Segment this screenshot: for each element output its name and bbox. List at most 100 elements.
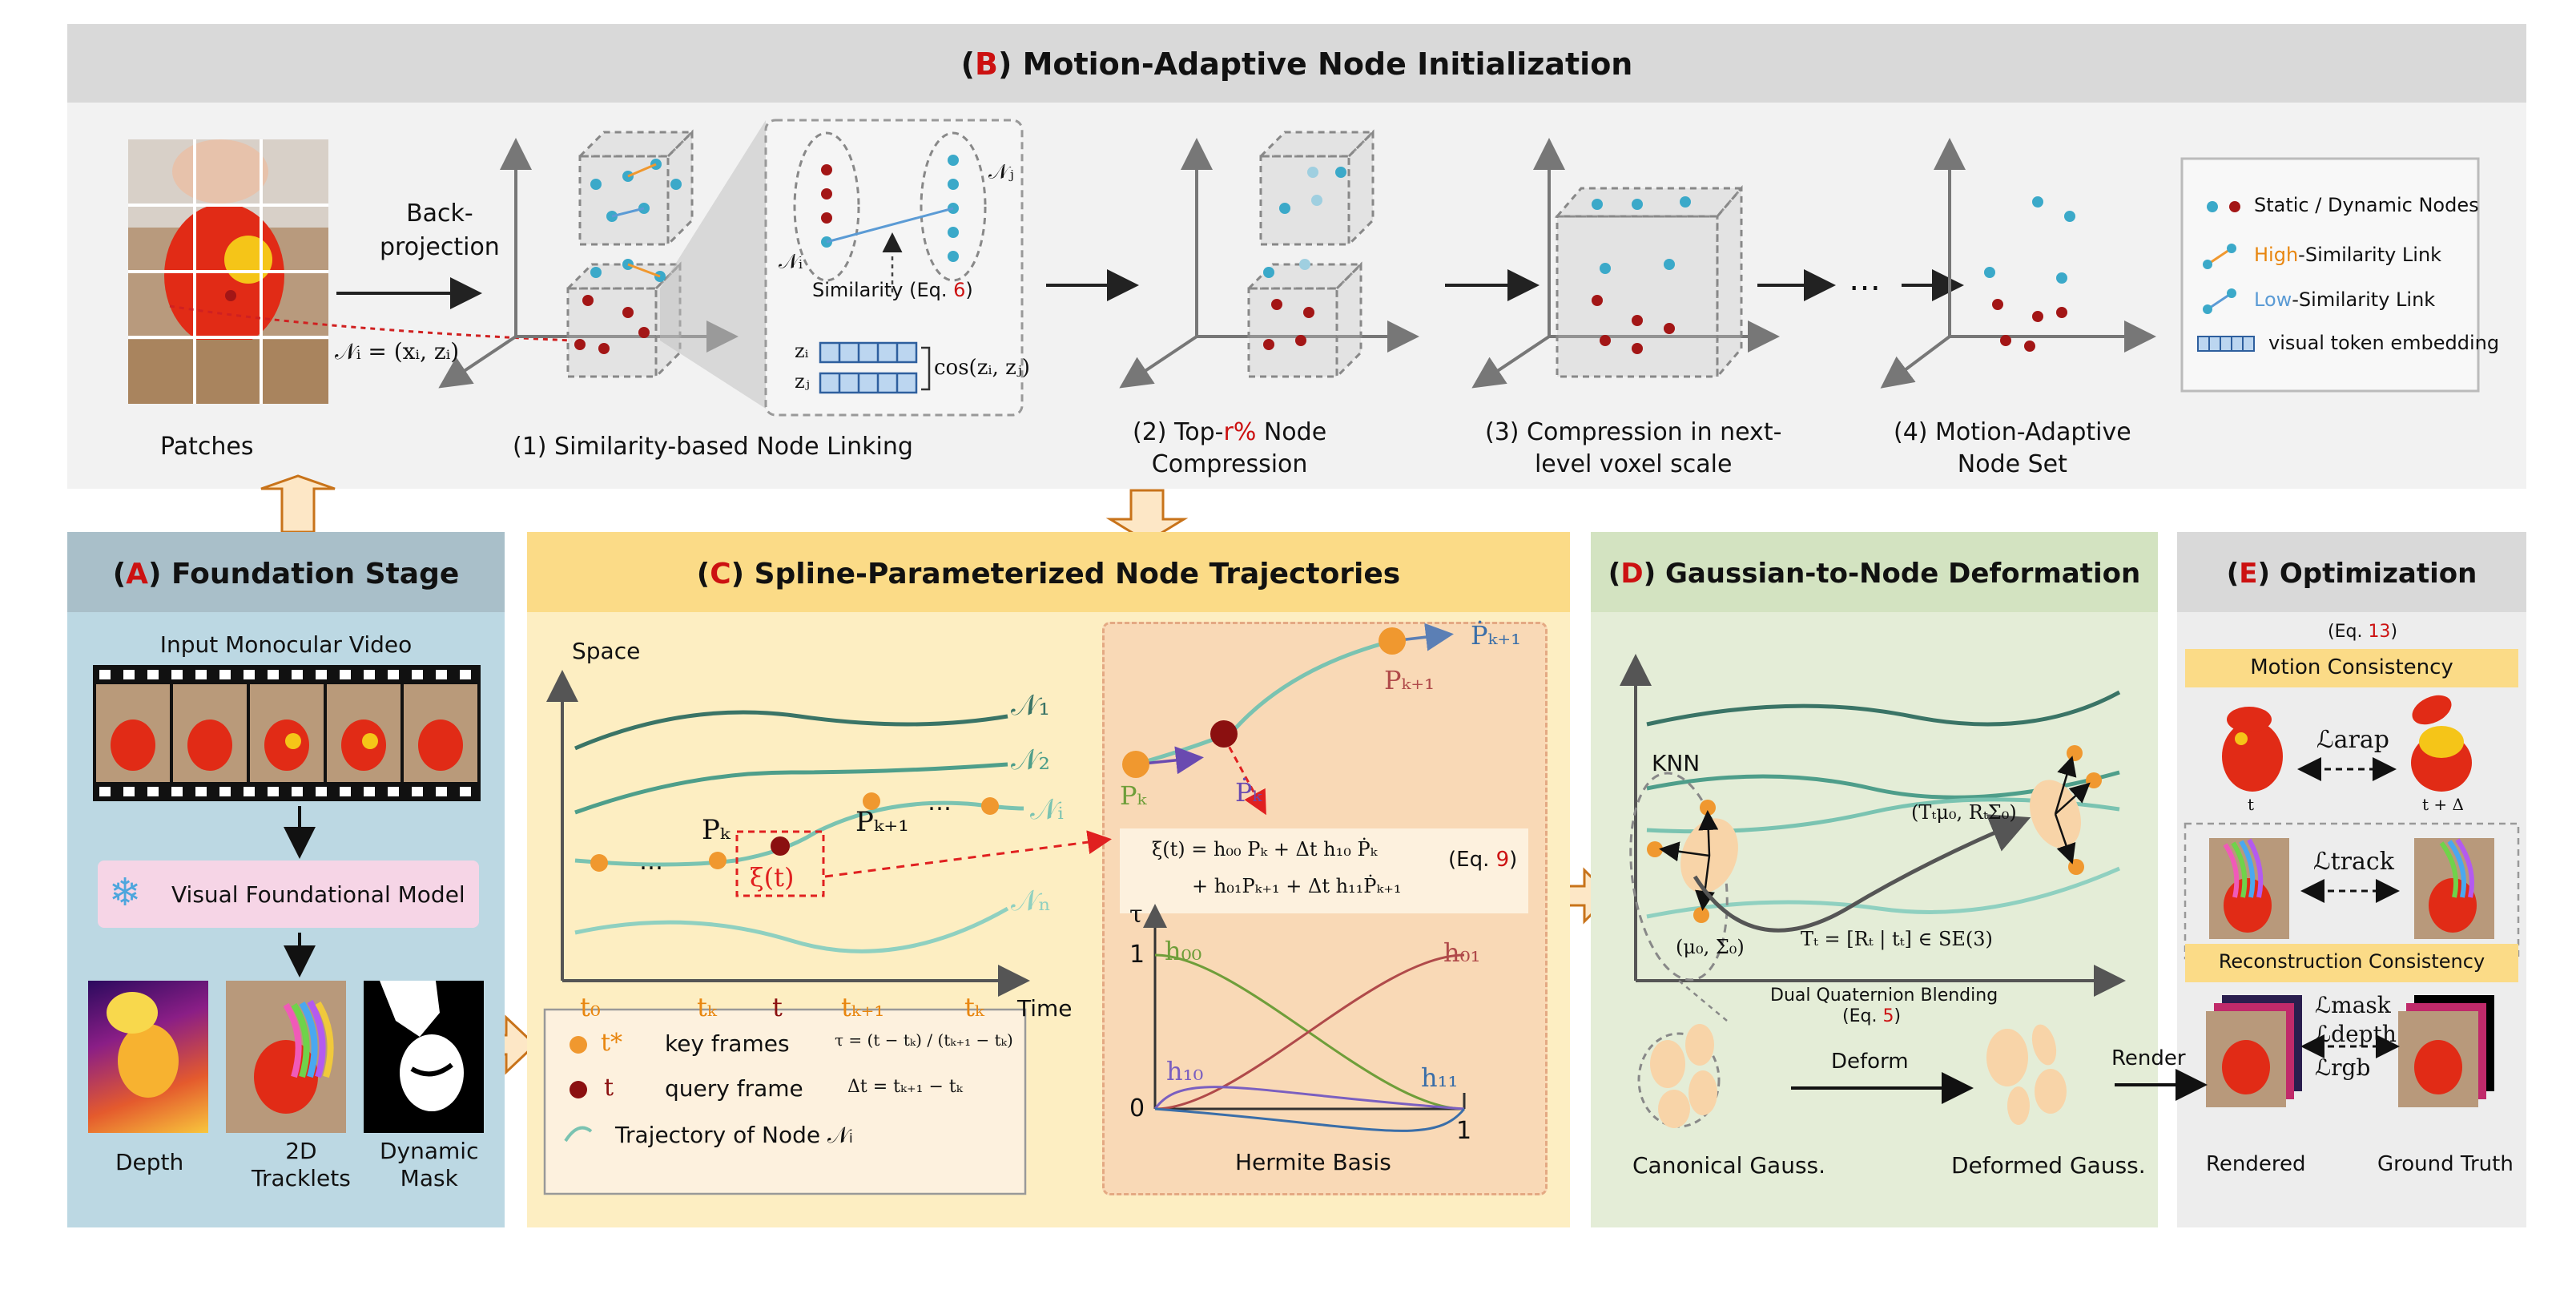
panel-b-title: (B) Motion-Adaptive Node Initialization [960,46,1633,82]
nj-small-label: 𝒩ⱼ [988,160,1014,184]
mu0-label: (μ₀, Σ₀) [1676,936,1745,958]
h01-label: h₀₁ [1443,937,1481,968]
legend-high: High-Similarity Link [2254,244,2442,266]
panel-e-diagram [2184,695,2520,1107]
panel-b-legend-box [2180,157,2480,393]
curve-label-nn: 𝒩ₙ [1011,885,1052,917]
nodes-step4 [1984,196,2075,352]
zi-label: zᵢ [795,340,809,362]
canonical-label: Canonical Gauss. [1632,1152,1826,1179]
panel-b: (B) Motion-Adaptive Node Initialization … [67,24,2526,489]
panel-d-diagram [1620,654,2126,1128]
gt-label: Ground Truth [2377,1152,2514,1176]
token-embeddings [819,341,918,394]
dt-formula: Δt = tₖ₊₁ − tₖ [847,1077,963,1097]
snowflake-icon: ❄ [109,870,142,915]
step2-label: (2) Top-r% Node Compression [1133,418,1327,478]
tick-tk1: tₖ₊₁ [841,992,885,1022]
panel-d: (D) Gaussian-to-Node Deformation [1591,532,2158,1227]
panel-e-header [2177,532,2526,612]
panel-c: (C) Spline-Parameterized Node Trajectori… [527,532,1570,1227]
nodes-step2 [1263,167,1346,350]
dots-left: … [639,848,663,876]
panel-a-title: (A) Foundation Stage [112,558,460,590]
panel-a: (A) Foundation Stage Input Monocular Vid… [67,532,505,1227]
arap-left-object [2222,707,2283,792]
motion-banner [2185,649,2518,687]
curve-nn [574,906,1009,953]
tau-label: τ [1129,901,1143,929]
h00-label: h₀₀ [1165,936,1202,966]
panel-d-title: (D) Gaussian-to-Node Deformation [1608,558,2141,590]
panel-c-header [527,532,1570,612]
t-delta-label: t + Δ [2422,795,2464,814]
pk-label: Pₖ [702,814,731,846]
transformed-label: (Tₜμ₀, RₜΣ₀) [1911,801,2017,824]
key-frame-d [981,797,999,815]
pk1-label: Pₖ₊₁ [855,806,909,838]
render-label: Render [2111,1046,2186,1070]
h10-label: h₁₀ [1166,1056,1204,1086]
equation-box [1120,828,1528,913]
time-label: Time [1017,995,1073,1022]
l-rgb: ℒrgb [2315,1054,2371,1081]
eq-line2: + h₀₁Pₖ₊₁ + Δt h₁₁Ṗₖ₊₁ [1192,875,1402,897]
rendered-image-stack [2206,995,2302,1107]
step3-label: (3) Compression in next-level voxel scal… [1485,418,1782,478]
legend-query-sym: t [604,1074,614,1102]
panel-b-header [67,24,2526,103]
gt-image-stack [2398,995,2494,1107]
legend-key-label: key frames [665,1030,790,1057]
panel-e-title: (E) Optimization [2226,558,2477,590]
tick-tK: tₖ [964,992,984,1022]
step1-label: (1) Similarity-based Node Linking [513,433,913,461]
panel-c-diagram [543,623,1466,1195]
inset-pk1-dot-label: Ṗₖ₊₁ [1471,620,1521,651]
xi-box [735,830,825,897]
knn-label: KNN [1652,750,1701,776]
patches-label: Patches [160,433,254,461]
depth-image [88,981,208,1133]
vfm-box [98,861,479,928]
inset-query [1210,720,1238,748]
video-label: Input Monocular Video [159,631,413,658]
dqb-eq: (Eq. 5) [1842,1006,1902,1026]
inset-pk1 [1379,627,1406,655]
panel-d-header [1591,532,2158,612]
curve-label-ni: 𝒩ᵢ [1030,793,1064,826]
cube-step3 [1554,184,1745,381]
query-frame [771,836,790,856]
motion-label: Motion Consistency [2250,655,2453,679]
axes-step3 [1471,138,1780,389]
backprojection-label: Back-projection [380,200,500,261]
xi-link [824,830,1112,878]
key-frame-a [590,854,608,872]
patches-image [128,139,328,404]
curve-n2 [574,762,1008,815]
track-left-image [2209,838,2289,939]
inset-pk [1122,751,1149,778]
cubes-step1 [565,129,695,380]
panel-c-title: (C) Spline-Parameterized Node Trajectori… [696,558,1401,590]
legend-query-label: query frame [665,1075,803,1102]
hermite-h01 [1154,953,1465,1110]
hermite-h11 [1154,1107,1466,1132]
curve-label-n1: 𝒩₁ [1011,689,1050,722]
ni-formula: 𝒩ᵢ = (xᵢ, zᵢ) [335,338,460,365]
key-frame-c [863,792,880,810]
space-label: Space [572,638,641,664]
legend-token: visual token embedding [2268,332,2500,354]
mask-image [364,981,484,1133]
curve-label-n2: 𝒩₂ [1011,744,1050,776]
panel-a-arrows [284,806,316,977]
tau-formula: τ = (t − tₖ) / (tₖ₊₁ − tₖ) [835,1030,1013,1050]
nodes-step1 [574,159,682,354]
xi-label: ξ(t) [750,862,795,893]
rendered-label: Rendered [2206,1152,2306,1176]
cos-label: cos(zᵢ, zⱼ) [934,356,1030,380]
inset-pk-label: Pₖ [1120,780,1147,811]
deformed-label: Deformed Gauss. [1951,1152,2146,1179]
legend-nodes: Static / Dynamic Nodes [2254,194,2479,216]
l-depth: ℒdepth [2315,1021,2397,1047]
